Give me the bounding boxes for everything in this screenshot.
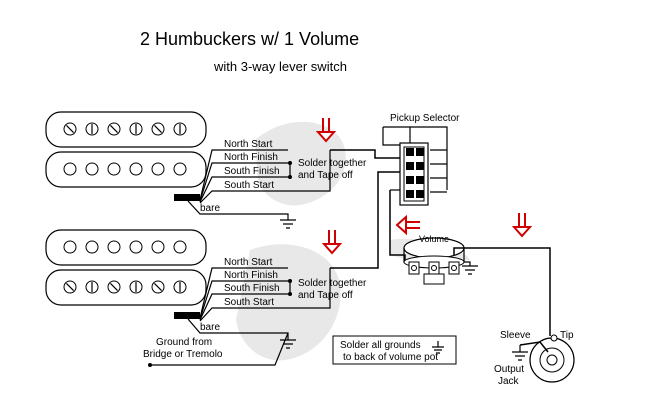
- screw-slot: [110, 283, 118, 291]
- three-way-lever-switch: [382, 126, 448, 206]
- neck-hot-wire: [330, 149, 400, 159]
- humbucker-1-north-finish-label: North Finish: [224, 152, 278, 163]
- output-jack-label-1: Output: [494, 364, 524, 375]
- humbucker-1-south-finish-label: South Finish: [224, 166, 280, 177]
- screw-slot: [110, 125, 118, 133]
- humbucker-1-bottom-coil: [45, 151, 207, 188]
- screw-slot: [66, 125, 74, 133]
- ground-icon: [280, 219, 296, 229]
- switch-lug: [406, 162, 414, 170]
- pole-slug-icon: [85, 240, 99, 254]
- solder-grounds-line-2: to back of volume pot: [343, 352, 438, 363]
- humbucker-1-cable-clamp: [174, 194, 200, 201]
- pole-slug-icon: [173, 240, 187, 254]
- ground-icon: [280, 339, 296, 349]
- humbucker-2-bare-label: bare: [200, 322, 220, 333]
- output-jack-label-2: Jack: [498, 376, 520, 387]
- humbucker-2-bottom-coil: [45, 269, 207, 306]
- pole-slug-icon: [151, 162, 165, 176]
- red-arrow-2: [321, 230, 343, 255]
- ground-note-line-2: Bridge or Tremolo: [143, 349, 223, 360]
- diagram-subtitle: with 3-way lever switch: [213, 59, 347, 74]
- humbucker-1-solder-note-2: and Tape off: [298, 170, 353, 181]
- pole-slug-icon: [63, 240, 77, 254]
- humbucker-2-north-start-label: North Start: [224, 257, 273, 268]
- humbucker-2-south-finish-label: South Finish: [224, 283, 280, 294]
- pole-slug-icon: [173, 162, 187, 176]
- solder-grounds-line-1: Solder all grounds: [340, 340, 421, 351]
- ground-icon: [432, 341, 444, 354]
- volume-to-jack-tip-wire: [453, 247, 551, 336]
- diagram-title: 2 Humbuckers w/ 1 Volume: [140, 29, 359, 49]
- red-arrow-1: [315, 118, 337, 143]
- volume-label: Volume: [419, 234, 449, 244]
- pole-slug-icon: [151, 240, 165, 254]
- humbucker-2-solder-note-1: Solder together: [298, 278, 367, 289]
- screw-slot: [66, 283, 74, 291]
- volume-pot: [403, 237, 465, 285]
- switch-lug: [406, 176, 414, 184]
- humbucker-1-top-coil: [45, 111, 207, 148]
- pickup-selector-label: Pickup Selector: [390, 113, 460, 124]
- humbucker-2-leads: [148, 267, 331, 367]
- ground-icon: [512, 351, 528, 361]
- red-arrow-4: [395, 214, 420, 236]
- switch-lug: [416, 162, 424, 170]
- humbucker-2-south-start-label: South Start: [224, 297, 274, 308]
- humbucker-2-solder-note-2: and Tape off: [298, 290, 353, 301]
- humbucker-2-cable-clamp: [174, 312, 200, 319]
- switch-lug: [416, 176, 424, 184]
- switch-lug: [416, 190, 424, 198]
- pole-slug-icon: [129, 162, 143, 176]
- humbucker-1-bare-label: bare: [200, 203, 220, 214]
- jack-tip-label: Tip: [560, 330, 574, 341]
- output-jack: [519, 334, 575, 383]
- humbucker-1-leads: [174, 149, 331, 229]
- switch-lug: [406, 148, 414, 156]
- switch-to-volume-wire: [389, 190, 406, 262]
- bridge-hot-wire: [330, 171, 400, 269]
- humbucker-2-top-coil: [45, 229, 207, 266]
- humbucker-1-north-start-label: North Start: [224, 139, 273, 150]
- red-arrow-3: [511, 213, 533, 238]
- humbucker-1-solder-note-1: Solder together: [298, 158, 367, 169]
- pole-slug-icon: [129, 240, 143, 254]
- screw-slot: [154, 125, 162, 133]
- switch-lug: [416, 148, 424, 156]
- ground-note-line-1: Ground from: [156, 337, 212, 348]
- ground-icon: [462, 265, 478, 275]
- humbucker-2: [45, 229, 207, 306]
- pole-slug-icon: [107, 162, 121, 176]
- screw-slot: [154, 283, 162, 291]
- humbucker-1-south-start-label: South Start: [224, 180, 274, 191]
- switch-lug: [406, 190, 414, 198]
- humbucker-1: [45, 111, 207, 188]
- jack-sleeve-label: Sleeve: [500, 330, 531, 341]
- pole-slug-icon: [63, 162, 77, 176]
- pole-slug-icon: [85, 162, 99, 176]
- pole-slug-icon: [107, 240, 121, 254]
- humbucker-2-north-finish-label: North Finish: [224, 270, 278, 281]
